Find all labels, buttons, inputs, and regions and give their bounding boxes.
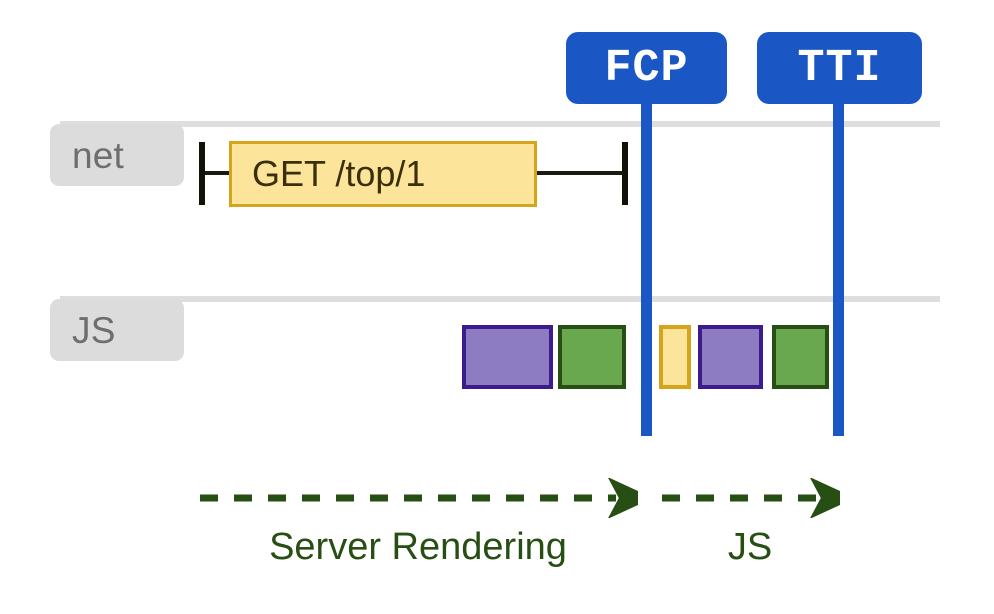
- js-task-block: [772, 325, 829, 389]
- network-request-label: GET /top/1: [252, 153, 426, 194]
- lane-rule-js: [60, 296, 940, 302]
- lane-label-js: JS: [50, 299, 184, 361]
- js-task-block: [462, 325, 553, 389]
- phase-caption-js: JS: [727, 526, 773, 568]
- lane-label-js-text: JS: [72, 309, 116, 351]
- lane-rule-net: [60, 121, 940, 127]
- marker-badge-tti: TTI: [757, 32, 922, 104]
- js-task-block: [698, 325, 763, 389]
- js-task-block: [558, 325, 626, 389]
- network-request-end-cap: [622, 142, 628, 205]
- marker-line-tti: [833, 96, 844, 436]
- marker-badge-fcp-text: FCP: [604, 42, 689, 94]
- network-request-start-cap: [199, 142, 205, 205]
- lane-label-net: net: [50, 124, 184, 186]
- js-task-block: [659, 325, 691, 389]
- phase-caption-server: Server Rendering: [269, 526, 567, 568]
- lane-label-net-text: net: [72, 134, 125, 176]
- network-request-bar: GET /top/1: [229, 141, 537, 207]
- phase-arrow-server: [200, 478, 638, 518]
- marker-badge-tti-text: TTI: [797, 42, 882, 94]
- marker-badge-fcp: FCP: [566, 32, 727, 104]
- marker-line-fcp: [641, 96, 652, 436]
- phase-arrow-js: [662, 478, 840, 518]
